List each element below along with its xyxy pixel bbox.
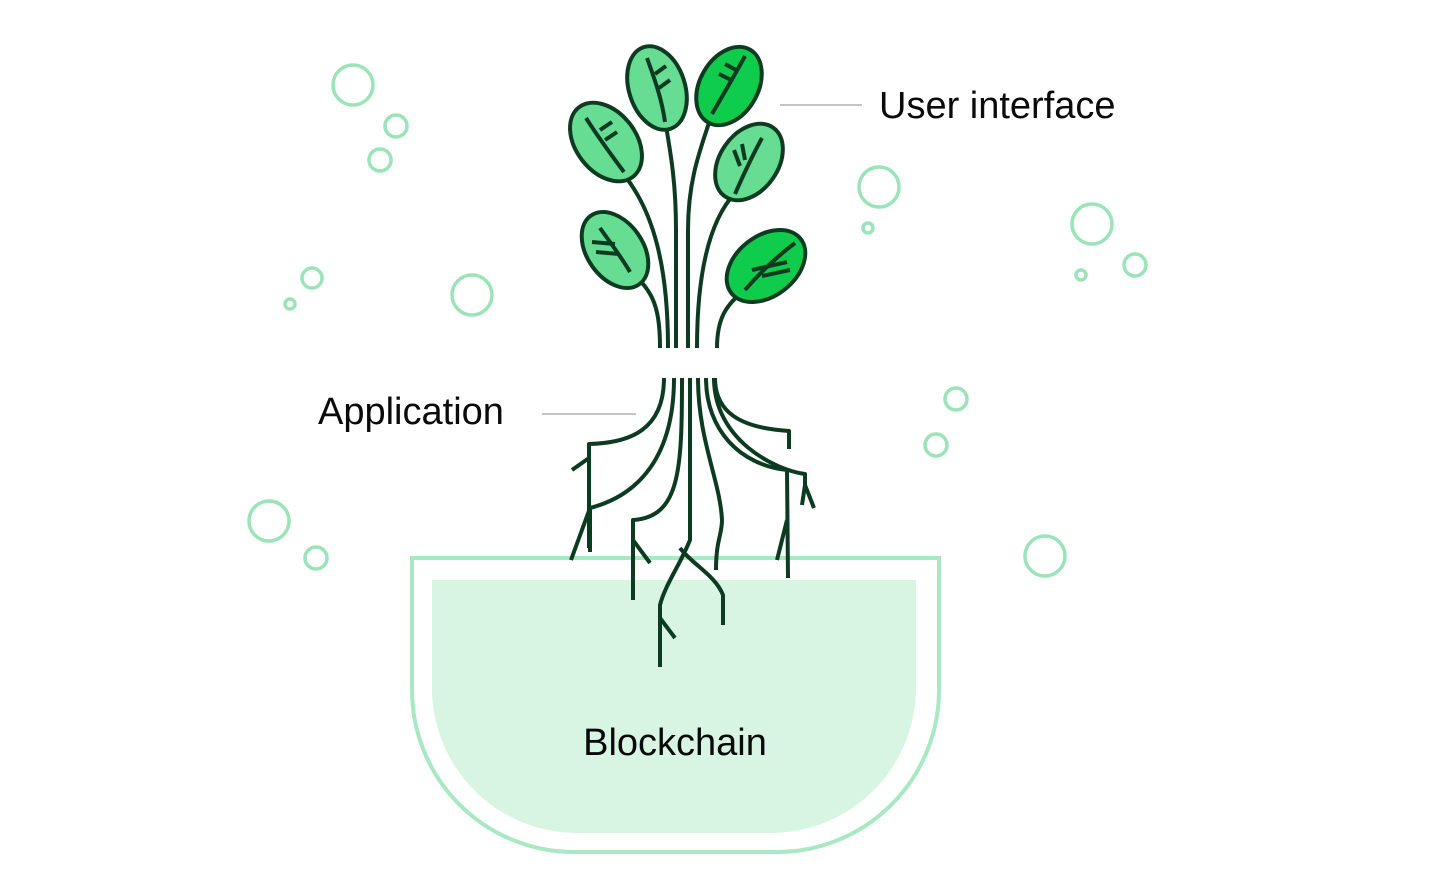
bubble-icon [923,432,949,458]
bubble-icon [383,113,409,139]
bubble-icon [247,499,291,543]
user-interface-label: User interface [879,85,1116,127]
leaf-icon [694,44,764,128]
leader-lines [542,104,862,415]
application-label: Application [318,391,504,433]
bubble-icon [943,386,969,412]
leaf-icon [568,100,644,184]
bubble-icon [1023,534,1067,578]
bubble-icon [857,165,901,209]
blockchain-label: Blockchain [583,722,767,764]
bubble-icon [1122,252,1148,278]
bubble-icon [367,147,393,173]
bubble-icon [283,297,297,311]
bubble-icon [861,221,875,235]
bubble-icon [303,545,329,571]
leaves [568,44,808,304]
leaf-icon [713,121,785,203]
bubbles [247,63,1148,578]
leaf-icon [579,210,651,290]
bowl-icon [410,556,941,854]
bubble-icon [1070,202,1114,246]
bowl-fill [432,580,916,833]
roots-icon [569,377,816,667]
leaf-icon [625,44,689,132]
bubble-icon [331,63,375,107]
bubble-icon [1074,268,1088,282]
bubble-icon [450,273,494,317]
bubble-icon [300,266,324,290]
leaf-icon [724,228,808,304]
